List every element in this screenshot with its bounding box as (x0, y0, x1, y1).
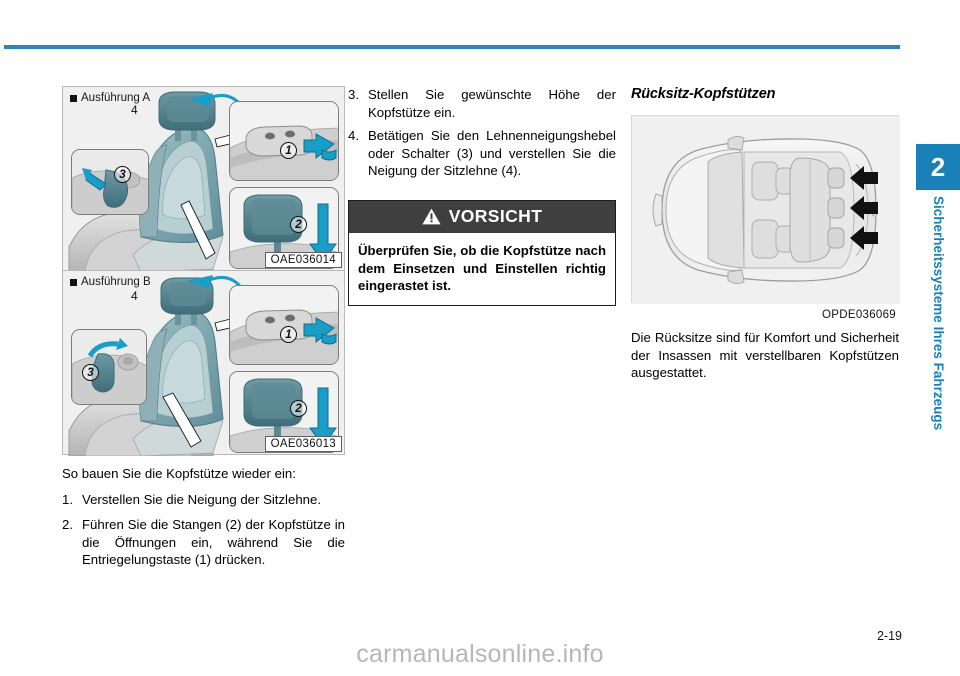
chapter-tab: 2 Sicherheitssysteme Ihres Fahrzeugs (916, 144, 960, 464)
callout-a-detail-3 (72, 150, 148, 214)
callout-a-badge-3: 3 (114, 166, 131, 183)
caution-text: Überprüfen Sie, ob die Kopfstütze nach d… (358, 242, 606, 294)
callout-b-badge-3: 3 (82, 364, 99, 381)
figure-a-number-4: 4 (131, 103, 138, 117)
left-step-2-number: 2. (62, 517, 73, 533)
section-title: Rücksitz-Kopfstützen (631, 86, 776, 102)
mid-step-3: 3. Stellen Sie gewünschte Höhe der Kopfs… (348, 86, 616, 121)
callout-b-detail-1 (230, 286, 338, 364)
left-step-2: 2. Führen Sie die Stangen (2) der Kopfst… (62, 516, 345, 569)
page-number: 2-19 (876, 629, 902, 643)
chapter-number: 2 (916, 144, 960, 190)
figure-b-number-4: 4 (131, 289, 138, 303)
middle-column: 3. Stellen Sie gewünschte Höhe der Kopfs… (348, 86, 616, 306)
mid-step-3-number: 3. (348, 87, 359, 102)
figure-variant-b: Ausführung B 4 (62, 270, 345, 456)
chapter-label-text: Sicherheitssysteme Ihres Fahrzeugs (931, 196, 946, 431)
left-column: Ausführung A (62, 86, 345, 569)
figure-a-code: OAE036014 (264, 252, 342, 268)
left-step-1-text: Verstellen Sie die Neigung der Sitzlehne… (82, 491, 321, 507)
mid-step-3-text: Stellen Sie gewünschte Höhe der Kopfstüt… (368, 87, 616, 120)
figure-rear-seat-code: OPDE036069 (822, 309, 896, 321)
caution-title: VORSICHT (448, 206, 543, 227)
mid-step-4: 4. Betätigen Sie den Lehnenneigungshebel… (348, 127, 616, 180)
bullet-square-icon (70, 278, 77, 286)
figure-b-tag: Ausführung B (70, 276, 151, 288)
callout-b-release-button: 1 (229, 285, 339, 365)
warning-triangle-icon (422, 209, 441, 225)
mid-step-4-number: 4. (348, 128, 359, 144)
caution-header: VORSICHT (349, 200, 615, 233)
callout-a-recline-lever: 3 (71, 149, 149, 215)
right-column: Rücksitz-Kopfstützen (631, 86, 900, 382)
car-topview-illustration (632, 116, 900, 304)
figure-rear-seat-headrests: OPDE036069 (631, 115, 900, 321)
left-step-1: 1. Verstellen Sie die Neigung der Sitzle… (62, 491, 345, 509)
header-rule (4, 45, 900, 49)
callout-a-badge-2: 2 (290, 216, 307, 233)
callout-a-detail-1 (230, 102, 338, 180)
caution-box: VORSICHT Überprüfen Sie, ob die Kopfstüt… (348, 199, 616, 306)
figure-a-tag-text: Ausführung A (81, 92, 151, 104)
callout-a-release-button: 1 (229, 101, 339, 181)
seat-illustration-b (68, 275, 270, 456)
left-step-1-number: 1. (62, 491, 73, 507)
callout-b-recline-switch: 3 (71, 329, 147, 405)
seat-illustration-a (68, 91, 270, 272)
left-intro-paragraph: So bauen Sie die Kopfstütze wieder ein: (62, 466, 296, 481)
callout-b-badge-2: 2 (290, 400, 307, 417)
mid-step-4-text: Betätigen Sie den Lehnenneigungshebel od… (368, 128, 616, 179)
chapter-label: Sicherheitssysteme Ihres Fahrzeugs (916, 196, 960, 464)
right-paragraph: Die Rücksitze sind für Komfort und Siche… (631, 330, 899, 381)
figure-b-tag-text: Ausführung B (81, 276, 151, 288)
figure-b-code: OAE036013 (264, 436, 342, 452)
left-step-2-text: Führen Sie die Stangen (2) der Kopfstütz… (82, 517, 345, 568)
callout-a-badge-1: 1 (280, 142, 297, 159)
figure-a-tag: Ausführung A (70, 92, 150, 104)
watermark: carmanualsonline.info (356, 640, 604, 668)
figure-variant-a: Ausführung A (62, 86, 345, 272)
callout-b-badge-1: 1 (280, 326, 297, 343)
bullet-square-icon (70, 94, 77, 102)
